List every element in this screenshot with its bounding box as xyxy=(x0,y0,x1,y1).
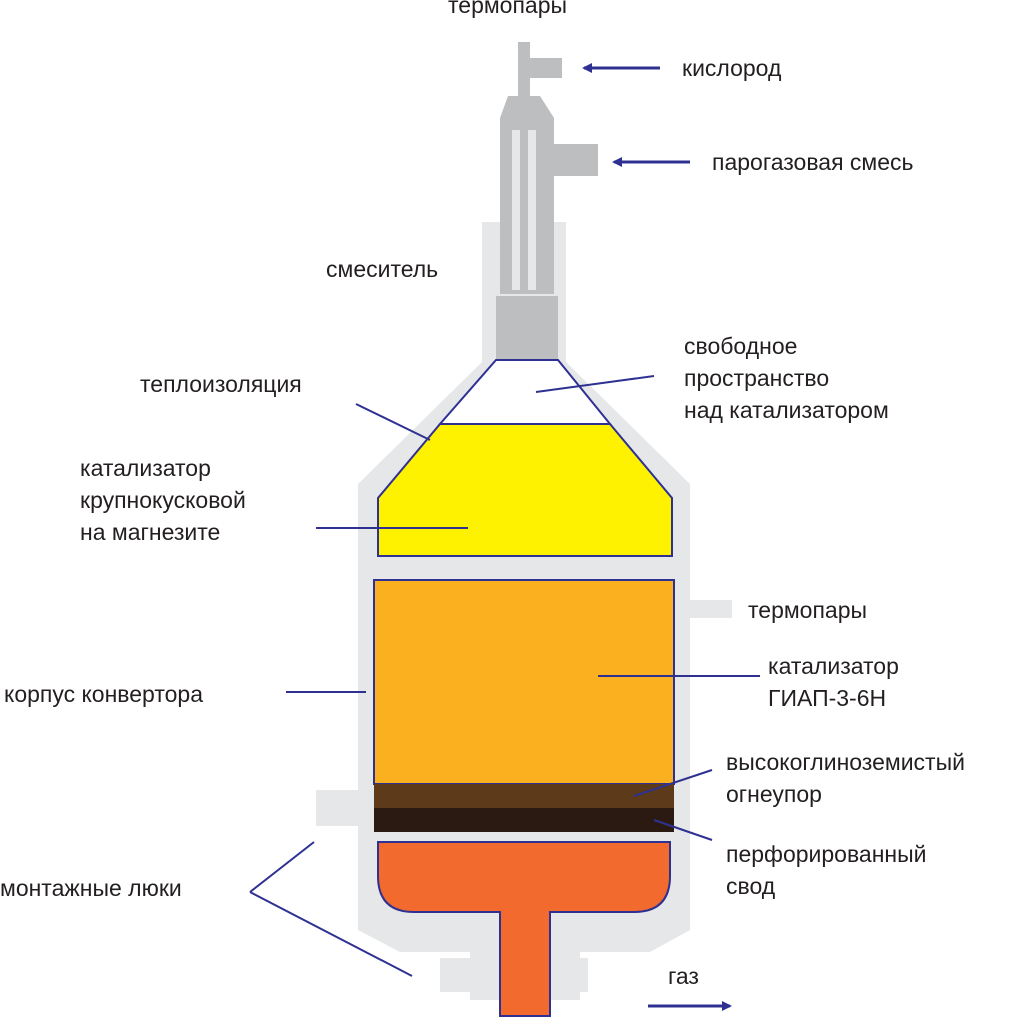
catalyst-coarse-zone xyxy=(377,423,673,557)
label-refractory-2: огнеупор xyxy=(726,781,822,807)
label-catalyst-giap-2: ГИАП-3-6Н xyxy=(768,685,886,711)
label-gas: газ xyxy=(668,963,699,989)
label-manholes: монтажные люки xyxy=(0,875,182,901)
label-catalyst-coarse-3: на магнезите xyxy=(80,519,220,545)
bottom-chamber xyxy=(377,841,671,1017)
inlet-pipes xyxy=(496,42,598,360)
steam-gas-inlet-pipe xyxy=(552,144,598,176)
perforated-vault xyxy=(374,808,674,832)
mixer-block xyxy=(496,296,558,360)
label-mixer: смеситель xyxy=(326,256,438,282)
leader-insulation xyxy=(355,403,431,441)
label-catalyst-coarse-2: крупнокусковой xyxy=(80,487,246,513)
label-free-space-1: свободное xyxy=(684,333,797,359)
oxygen-inlet-pipe xyxy=(528,58,562,78)
label-catalyst-giap-1: катализатор xyxy=(768,653,899,679)
leader-manhole-left xyxy=(249,841,315,893)
catalyst-giap-zone xyxy=(373,579,675,785)
label-thermocouples-top: термопары xyxy=(448,0,567,18)
label-catalyst-coarse-1: катализатор xyxy=(80,455,211,481)
label-oxygen: кислород xyxy=(682,55,782,81)
mixer-sleeve xyxy=(500,96,554,294)
label-steam-gas-mix: парогазовая смесь xyxy=(712,149,914,175)
leader-manhole-bottom xyxy=(249,891,413,977)
label-vault-1: перфорированный xyxy=(726,841,927,867)
label-converter-body: корпус конвертора xyxy=(4,681,203,707)
leader-lines xyxy=(249,375,760,977)
label-insulation: теплоизоляция xyxy=(140,371,302,397)
label-refractory-1: высокоглиноземистый xyxy=(726,749,965,775)
labels: термопары кислород парогазовая смесь сме… xyxy=(0,0,965,989)
leader-refractory xyxy=(633,769,713,797)
label-free-space-3: над катализатором xyxy=(684,397,889,423)
label-vault-2: свод xyxy=(726,873,776,899)
label-thermocouples-side: термопары xyxy=(748,597,867,623)
flow-arrows xyxy=(582,63,732,1011)
leader-vault xyxy=(653,819,713,841)
label-free-space-2: пространство xyxy=(684,365,829,391)
refractory-layer xyxy=(374,784,674,808)
manhole-left xyxy=(316,790,362,826)
leader-free-space xyxy=(535,375,655,393)
side-thermocouple-port xyxy=(688,600,732,618)
